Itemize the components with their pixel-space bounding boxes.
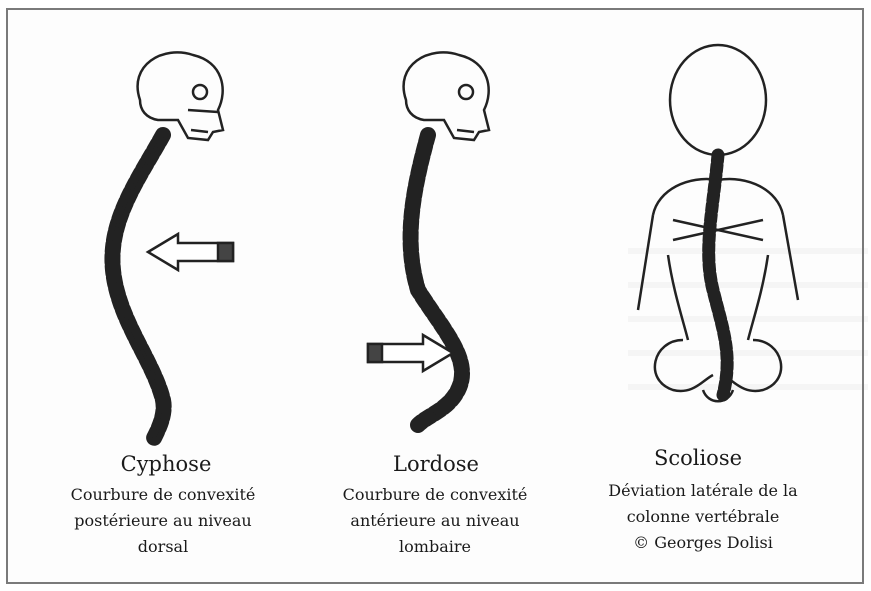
lordose-desc-line: antérieure au niveau	[300, 508, 570, 534]
cyphose-desc-line: Courbure de convexité	[28, 482, 298, 508]
scoliose-title: Scoliose	[568, 446, 828, 470]
cyphose-desc-line: postérieure au niveau	[28, 508, 298, 534]
lordose-title: Lordose	[306, 452, 566, 476]
left-arrow-icon	[148, 234, 233, 270]
cyphose-skeleton	[68, 40, 308, 460]
scoliose-desc-line: colonne vertébrale	[568, 504, 838, 530]
lordose-description: Courbure de convexité antérieure au nive…	[300, 482, 570, 560]
scoliose-copyright: © Georges Dolisi	[568, 530, 838, 556]
lordose-desc-line: lombaire	[300, 534, 570, 560]
scoliose-skeleton	[593, 40, 853, 460]
lordose-skeleton	[348, 40, 588, 460]
scoliose-description: Déviation latérale de la colonne vertébr…	[568, 478, 838, 556]
cyphose-description: Courbure de convexité postérieure au niv…	[28, 482, 298, 560]
cyphose-desc-line: dorsal	[28, 534, 298, 560]
right-arrow-icon	[368, 335, 453, 371]
lordose-desc-line: Courbure de convexité	[300, 482, 570, 508]
cyphose-title: Cyphose	[36, 452, 296, 476]
diagram-frame: Cyphose Lordose Scoliose Courbure de con…	[6, 8, 864, 584]
scoliose-desc-line: Déviation latérale de la	[568, 478, 838, 504]
